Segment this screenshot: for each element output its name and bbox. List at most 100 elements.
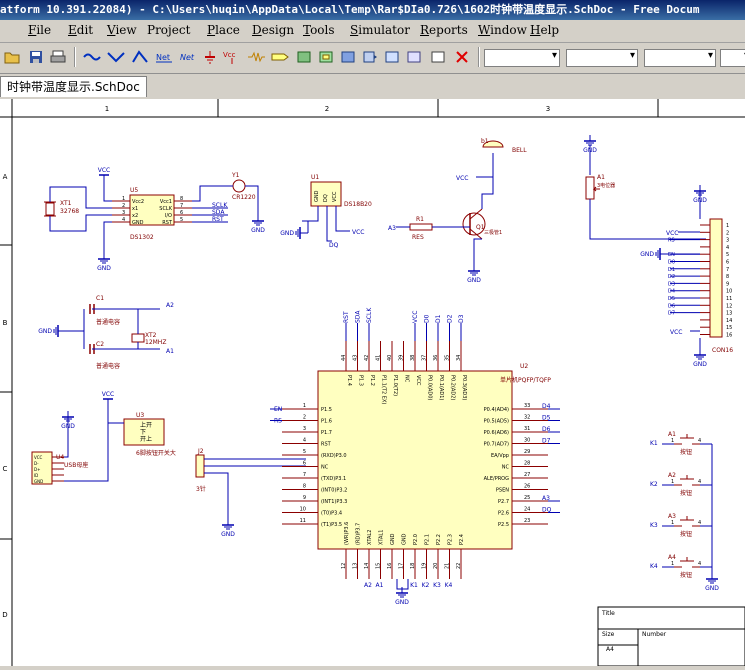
vcc-port-icon[interactable]: Vcc bbox=[222, 47, 242, 67]
net-label-icon[interactable]: Net bbox=[154, 47, 174, 67]
document-tab[interactable]: 时钟带温度显示.SchDoc bbox=[0, 76, 147, 97]
con16-body bbox=[709, 218, 723, 338]
filter-combo-2[interactable] bbox=[566, 49, 638, 67]
bus-entry-icon[interactable] bbox=[130, 47, 150, 67]
text-frame-icon[interactable] bbox=[428, 47, 448, 67]
u2-net-label: A1 bbox=[376, 582, 384, 589]
con16-net-label: D2 bbox=[668, 274, 675, 280]
wire bbox=[481, 177, 494, 209]
u2-pin-num: 38 bbox=[410, 355, 416, 361]
u2-pin-name: (TXD)P3.1 bbox=[321, 476, 346, 482]
menu-window[interactable]: Window bbox=[478, 23, 527, 37]
wire bbox=[64, 417, 69, 458]
u2-net-label: A3 bbox=[542, 495, 550, 502]
j2-body bbox=[195, 454, 205, 478]
u2-pin-name: P0.3(AD3) bbox=[461, 375, 467, 400]
filter-combo-3[interactable] bbox=[644, 49, 716, 67]
open-folder-icon[interactable] bbox=[2, 47, 22, 67]
menu-view[interactable]: View bbox=[107, 23, 137, 37]
menu-place[interactable]: Place bbox=[207, 23, 240, 37]
no-erc-icon[interactable] bbox=[452, 47, 472, 67]
menu-simulator[interactable]: Simulator bbox=[350, 23, 410, 37]
con16-pin-num: 13 bbox=[726, 311, 732, 317]
u3-label: 上开 bbox=[140, 421, 152, 429]
u2-pin-num: 33 bbox=[524, 403, 530, 409]
u2-pin-num: 20 bbox=[433, 563, 439, 569]
gnd-port-icon[interactable] bbox=[200, 47, 220, 67]
signal-harness-icon[interactable] bbox=[382, 47, 402, 67]
u5-gnd: GND bbox=[97, 265, 111, 272]
u2-net-label: K3 bbox=[433, 582, 441, 589]
u2-net-label: VCC bbox=[412, 311, 419, 323]
u2-pin-name: (T1)P3.5 bbox=[321, 522, 342, 528]
b1-ref: b1 bbox=[481, 138, 489, 145]
menu-tools[interactable]: Tools bbox=[303, 23, 335, 37]
menu-reports[interactable]: Reports bbox=[420, 23, 468, 37]
u2-pin-name: GND bbox=[390, 533, 396, 545]
b1-name: BELL bbox=[512, 147, 527, 154]
con16-pin-num: 7 bbox=[726, 267, 729, 273]
menu-project[interactable]: Project bbox=[147, 23, 191, 37]
wire bbox=[204, 472, 229, 525]
con16-pin-num: 10 bbox=[726, 289, 732, 295]
xtal-net-a1: A1 bbox=[166, 348, 174, 355]
bus-icon[interactable] bbox=[106, 47, 126, 67]
wire-icon[interactable] bbox=[82, 47, 102, 67]
u2-net-label: SDA bbox=[355, 310, 362, 323]
con16-pin-num: 3 bbox=[726, 238, 729, 244]
wire bbox=[49, 214, 112, 232]
u2-pin-name: P0.2(AD2) bbox=[450, 375, 456, 400]
ruler-row-label: A bbox=[3, 173, 8, 181]
sheet-entry-icon[interactable] bbox=[316, 47, 336, 67]
c2-val: 普通电容 bbox=[96, 362, 120, 370]
u2-pin-num: 37 bbox=[422, 355, 428, 361]
u2-pin-name: P2.7 bbox=[498, 499, 509, 505]
u2-pin-num: 28 bbox=[524, 461, 530, 467]
key-pin-num: 1 bbox=[671, 561, 674, 567]
menu-help[interactable]: Help bbox=[530, 23, 560, 37]
pot-arrow bbox=[592, 186, 600, 192]
wire bbox=[64, 399, 109, 482]
toolbar-separator bbox=[478, 47, 480, 67]
u2-pin-num: 15 bbox=[376, 563, 382, 569]
ruler-row-label: D bbox=[2, 611, 7, 619]
u2-net-label: D4 bbox=[542, 403, 551, 410]
u2-pin-name: VCC bbox=[415, 375, 421, 386]
u5-ref: U5 bbox=[130, 187, 138, 194]
port-icon[interactable] bbox=[270, 47, 290, 67]
sheet-symbol-icon[interactable] bbox=[294, 47, 314, 67]
print-icon[interactable] bbox=[48, 47, 68, 67]
u2-pin-name: P1.5 bbox=[321, 407, 332, 413]
menu-edit[interactable]: Edit bbox=[68, 23, 94, 37]
q1-outline bbox=[462, 212, 486, 236]
wire bbox=[589, 199, 706, 240]
save-icon[interactable] bbox=[26, 47, 46, 67]
filter-combo-4[interactable] bbox=[720, 49, 745, 67]
svg-text:Vcc: Vcc bbox=[223, 51, 236, 59]
menu-file[interactable]: File bbox=[28, 23, 52, 37]
ruler-col-label: 2 bbox=[325, 105, 329, 113]
device-sheet-icon[interactable] bbox=[338, 47, 358, 67]
u5-net-label: SCLK bbox=[212, 202, 228, 209]
net-label-alt-icon[interactable]: Net bbox=[178, 47, 198, 67]
key-pin-num: 4 bbox=[698, 561, 701, 567]
title-block-size: Size bbox=[602, 631, 615, 638]
place-part-icon[interactable] bbox=[246, 47, 266, 67]
filter-combo-1[interactable] bbox=[484, 49, 560, 67]
u2-pin-name: NC bbox=[321, 465, 329, 471]
title-block-number: Number bbox=[642, 631, 667, 638]
u2-pin-num: 40 bbox=[387, 355, 393, 361]
u2-pin-num: 29 bbox=[524, 449, 530, 455]
con16-pin-num: 12 bbox=[726, 303, 732, 309]
menu-design[interactable]: Design bbox=[252, 23, 295, 37]
u2-pin-num: 6 bbox=[303, 461, 306, 467]
u3-body bbox=[123, 418, 165, 446]
con16-gnd-bottom: GND bbox=[693, 361, 707, 368]
directive-icon[interactable] bbox=[404, 47, 424, 67]
u2-pin-num: 24 bbox=[524, 507, 530, 513]
u2-pin-name: (INT0)P3.2 bbox=[321, 488, 347, 494]
u4-body bbox=[31, 451, 53, 485]
harness-icon[interactable] bbox=[360, 47, 380, 67]
